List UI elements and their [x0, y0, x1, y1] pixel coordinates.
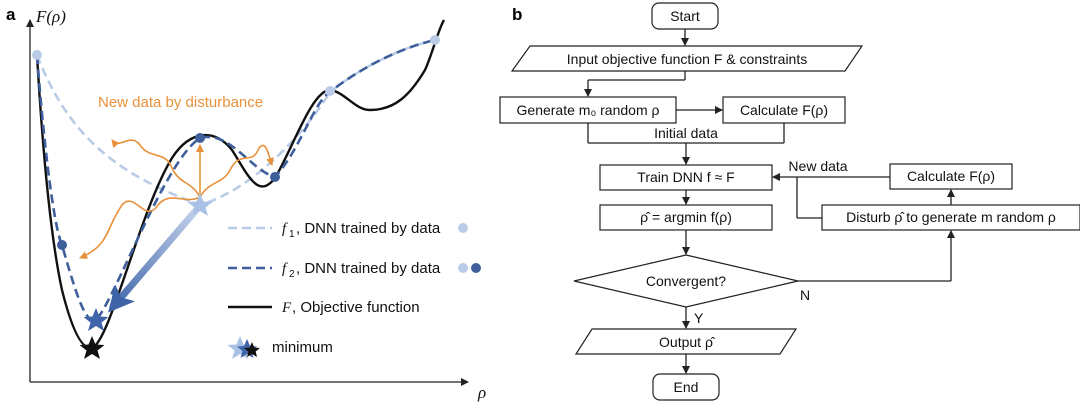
f2-data-point [270, 172, 280, 182]
f1-curve [35, 38, 436, 207]
input-label: Input objective function F & constraints [567, 51, 807, 67]
start-label: Start [670, 8, 700, 24]
disturbance-annotation: New data by disturbance [98, 94, 263, 111]
no-branch-label: N [800, 287, 810, 303]
yes-branch-label: Y [694, 310, 704, 326]
panel-b: b Start Input objective function F & con… [499, 2, 1080, 401]
calculate-label-2: Calculate F(ρ) [907, 168, 995, 184]
convergent-label: Convergent? [646, 273, 726, 289]
legend-star-black-icon [244, 342, 260, 357]
legend-objective-text: , Objective function [292, 299, 420, 316]
input-node [510, 45, 864, 72]
disturbance-arrow-2 [79, 196, 201, 259]
f2-data-point [57, 240, 67, 250]
generate-label: Generate m₀ random ρ [517, 102, 660, 118]
new-data-label: New data [788, 158, 847, 174]
legend-objective-symbol: F [281, 300, 292, 316]
initial-data-label: Initial data [654, 125, 718, 141]
f2-curve [35, 38, 436, 322]
train-label: Train DNN f ≈ F [637, 169, 734, 185]
disturb-node [821, 204, 1080, 231]
x-axis-label: ρ [477, 383, 486, 402]
disturb-label: Disturb ρ̂ to generate m random ρ [846, 209, 1056, 225]
calculate-label-1: Calculate F(ρ) [740, 102, 828, 118]
y-axis-label: F(ρ) [35, 7, 66, 26]
end-label: End [674, 379, 699, 395]
panel-a: a F(ρ) ρ New data by disturbance [6, 5, 486, 402]
legend-minimum-text: minimum [272, 339, 333, 356]
objective-curve [35, 19, 446, 350]
end-node [652, 373, 720, 401]
panel-a-label: a [6, 5, 16, 24]
legend-f2-dot-light [458, 263, 468, 273]
argmin-node [599, 204, 773, 231]
calculate-node-2 [889, 163, 1013, 190]
objective-minimum-star-icon [79, 336, 105, 359]
f1-data-point [325, 86, 335, 96]
legend-f1-text: , DNN trained by data [296, 220, 441, 237]
legend-f1-sub: 1 [289, 229, 295, 240]
disturbance-arrow-1 [111, 139, 201, 198]
panel-b-label: b [512, 5, 522, 24]
legend-f2-text: , DNN trained by data [296, 260, 441, 277]
f1-data-point [32, 50, 42, 60]
legend-f2-symbol: f [282, 261, 288, 277]
f2-minimum-star-icon [83, 308, 109, 331]
legend: f 1 , DNN trained by data f 2 , DNN trai… [227, 220, 481, 359]
legend-f2-dot-dark [471, 263, 481, 273]
legend-f2-sub: 2 [289, 269, 295, 280]
output-node [574, 328, 798, 355]
generate-node [499, 96, 677, 124]
legend-f1-symbol: f [282, 221, 288, 237]
optimization-arrow [108, 205, 201, 313]
f1-minimum-star-icon [187, 193, 213, 216]
argmin-label: ρ̂ = argmin f(ρ) [640, 209, 732, 225]
f1-data-point [430, 35, 440, 45]
calculate-node-1 [722, 96, 846, 124]
output-label: Output ρ̂ [659, 334, 716, 350]
f2-data-point [195, 133, 205, 143]
disturbance-arrow-3 [199, 144, 274, 198]
legend-f1-dot [458, 223, 468, 233]
